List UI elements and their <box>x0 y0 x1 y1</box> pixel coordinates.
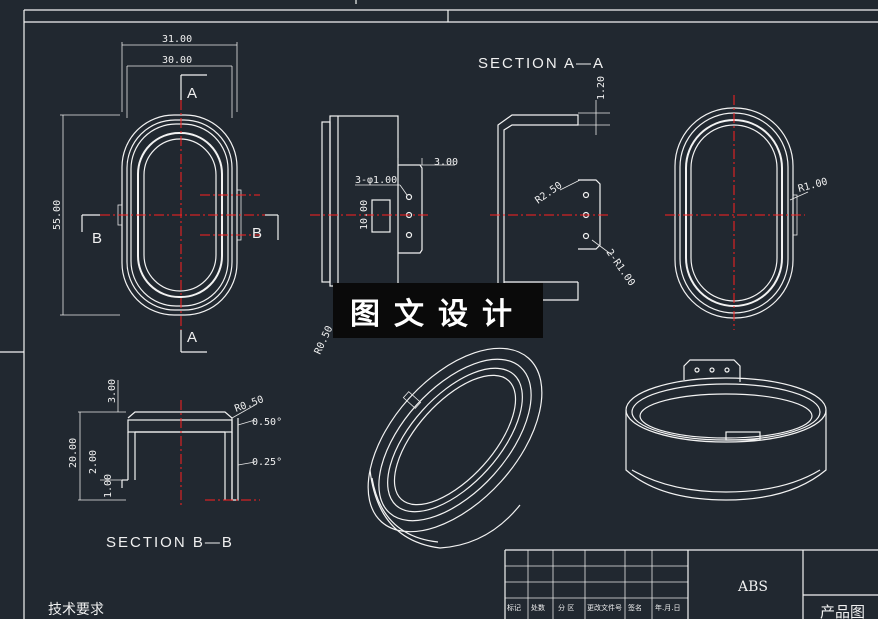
section-marker-a-top: A <box>187 85 199 102</box>
watermark-text: 图文设计 <box>350 296 526 332</box>
top-view <box>60 42 279 353</box>
dim-3: 3.00 <box>434 157 458 168</box>
dim-bb-r050: R0.50 <box>233 394 265 415</box>
material-label: ABS <box>737 579 768 595</box>
dim-1-20: 1.20 <box>596 76 607 100</box>
dim-holes: 3-φ1.00 <box>355 175 397 186</box>
dim-55: 55.00 <box>52 200 63 230</box>
right-view <box>665 95 809 330</box>
dim-2-r100: 2-R1.00 <box>604 247 637 288</box>
dim-bb-2: 2.00 <box>88 450 99 474</box>
product-label: 产品图 <box>820 603 865 619</box>
section-a-a-title: SECTION A—A <box>478 55 605 72</box>
dim-angle-050: 0.50° <box>252 417 282 428</box>
watermark-box: 图文设计 <box>333 283 543 338</box>
dim-r100: R1.00 <box>797 176 829 194</box>
section-b-b-view <box>78 380 260 505</box>
section-marker-b-right: B <box>252 225 264 242</box>
dim-angle-025: 0.25° <box>252 457 282 468</box>
dim-bb-3: 3.00 <box>107 379 118 403</box>
header-cell-6: 年.月.日 <box>655 603 680 612</box>
dim-30: 30.00 <box>162 55 192 66</box>
section-a-a-view <box>490 100 613 301</box>
header-cell-1: 标记 <box>507 603 521 612</box>
side-view <box>310 115 455 287</box>
header-cell-5: 签名 <box>628 603 642 612</box>
header-cell-3: 分 区 <box>558 603 574 612</box>
header-cell-4: 更改文件号 <box>587 603 622 612</box>
isometric-view-left <box>367 347 543 549</box>
isometric-view-right <box>625 359 827 501</box>
section-b-b-title: SECTION B—B <box>106 534 234 551</box>
header-cell-2: 处数 <box>531 603 545 612</box>
dim-r250: R2.50 <box>533 180 564 206</box>
technical-requirements-title: 技术要求 <box>48 602 104 618</box>
dim-10: 10.00 <box>359 200 370 230</box>
section-marker-a-bottom: A <box>187 329 199 346</box>
section-marker-b-left: B <box>92 230 104 247</box>
title-block <box>504 549 878 619</box>
dim-bb-1: 1.00 <box>103 474 114 498</box>
dim-31: 31.00 <box>162 34 192 45</box>
dim-bb-20: 20.00 <box>68 438 79 468</box>
